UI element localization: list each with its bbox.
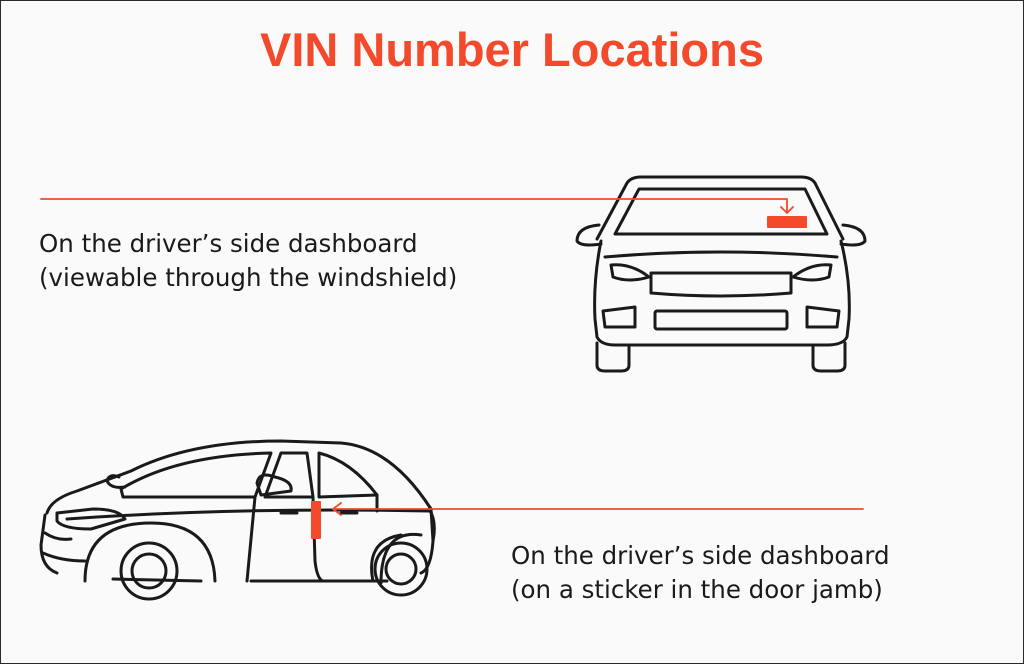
caption-line-2: (on a sticker in the door jamb) (511, 575, 883, 604)
caption-line-1: On the driver’s side dashboard (39, 229, 418, 258)
vin-marker-windshield (767, 216, 807, 228)
car-front-view-icon (575, 175, 867, 373)
location-caption-door-jamb: On the driver’s side dashboard (on a sti… (511, 539, 890, 607)
arrow-down-icon (780, 206, 794, 214)
callout-lines (40, 198, 864, 516)
vin-marker-door-jamb (311, 501, 321, 539)
caption-line-2: (viewable through the windshield) (39, 263, 458, 292)
car-side-view-icon (39, 439, 436, 601)
arrow-left-icon (332, 502, 342, 516)
page-title: VIN Number Locations (259, 23, 764, 76)
location-caption-windshield: On the driver’s side dashboard (viewable… (39, 227, 457, 295)
caption-line-1: On the driver’s side dashboard (511, 541, 890, 570)
callout-line-windshield (40, 198, 788, 214)
